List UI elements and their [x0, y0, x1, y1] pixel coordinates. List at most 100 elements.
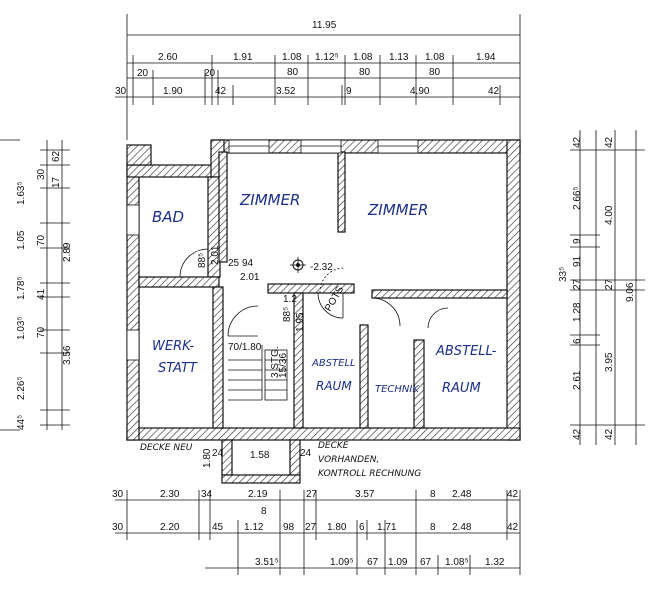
dim-top-r3-4: 9	[346, 86, 352, 97]
dim-top-r3-2: 42	[215, 86, 227, 97]
dim-left-inner-0: 2.89	[62, 242, 73, 262]
dim-bot-r2-0: 30	[112, 522, 124, 533]
note-door-d: 94	[242, 258, 254, 269]
dim-top-r1-6: 1.08	[425, 52, 445, 63]
dim-bot-r3-6: 1.32	[485, 557, 505, 568]
dim-bot-r2-2: 45	[212, 522, 224, 533]
stairs	[228, 345, 288, 401]
room-label-technik: TECHNIK	[375, 384, 420, 395]
dim-right-c1-2: 9	[572, 238, 583, 244]
walls	[126, 139, 521, 484]
dim-left-1: 30	[36, 168, 47, 180]
dim-bot-r2-11: 42	[507, 522, 519, 533]
room-label-abstell-2b: RAUM	[442, 381, 481, 396]
dim-left-11: 44⁵	[16, 415, 27, 430]
dim-bot-r2-5: 27	[305, 522, 317, 533]
dim-bot-r3-4: 67	[420, 557, 432, 568]
dim-bot-r1-2: 34	[201, 489, 213, 500]
left-dimension-chain: 62 30 17 1.63⁵ 1.05 70 1.78⁵ 41 1.03⁵ 70…	[0, 139, 73, 431]
dim-right-c1-4: 27	[572, 278, 583, 290]
dim-top-r1-0: 2.60	[158, 52, 178, 63]
note-stair-steps: 3 STG.	[270, 346, 281, 378]
dim-top-r2-1: 20	[204, 68, 216, 79]
dim-bot-r3-2: 67	[367, 557, 379, 568]
dim-bot-r2-8: 1.71	[377, 522, 397, 533]
dim-bot-r1-8: 42	[507, 489, 519, 500]
windows	[126, 139, 419, 361]
room-labels: BAD ZIMMER ZIMMER WERK- STATT ABSTELL RA…	[152, 191, 497, 396]
dim-bot-r1-3: 2.19	[248, 489, 268, 500]
dim-bot-r1-6: 8	[430, 489, 436, 500]
note-door-a: 88⁵	[197, 253, 208, 268]
dim-left-4: 1.05	[16, 230, 27, 250]
dim-top-r1-4: 1.08	[353, 52, 373, 63]
note-lightwell-24a: 24	[212, 448, 224, 459]
level-marker: -2.32	[290, 257, 333, 273]
doors	[179, 248, 449, 337]
dim-right-c2-1: 4.00	[604, 205, 615, 225]
note-stair-steps2: 15/36	[278, 353, 289, 378]
dim-bot-r3-1: 1.09⁵	[330, 557, 354, 568]
dim-top-r3-6: 42	[488, 86, 500, 97]
dim-top-r2-0: 20	[137, 68, 149, 79]
dim-left-inner-1: 3.56	[62, 345, 73, 365]
dim-top-r1-5: 1.13	[389, 52, 409, 63]
dim-top-r3-3: 3.52	[276, 86, 296, 97]
dim-right-c1-6: 6	[572, 338, 583, 344]
dim-left-8: 1.03⁵	[16, 316, 27, 340]
room-label-zimmer-2: ZIMMER	[367, 201, 428, 219]
dim-top-r2-3: 80	[359, 67, 371, 78]
dim-bot-r1-5: 3.57	[355, 489, 375, 500]
room-label-bad: BAD	[152, 208, 184, 226]
dim-bot-r2-6: 1.80	[327, 522, 347, 533]
dim-top-r3-1: 1.90	[163, 86, 183, 97]
dim-right-c1-8: 42	[572, 428, 583, 440]
dim-right-c3-0: 9.06	[625, 282, 636, 302]
dim-top-r3-5: 4.90	[410, 86, 430, 97]
dim-left-2: 17	[51, 176, 62, 188]
note-door-e: 2.01	[240, 272, 260, 283]
dim-bot-r2-1: 2.20	[160, 522, 180, 533]
room-label-werkstatt-1: WERK-	[152, 339, 194, 354]
dim-total-width: 11.95	[312, 20, 337, 31]
dim-left-6: 1.78⁵	[16, 276, 27, 300]
dim-top-r2-2: 80	[287, 67, 299, 78]
dim-left-0: 62	[51, 150, 62, 162]
note-door-g: 1.95	[295, 312, 306, 332]
note-door-c: 25	[228, 258, 240, 269]
room-label-abstell-1a: ABSTELL	[311, 358, 356, 369]
dim-right-c1-5: 1.28	[572, 302, 583, 322]
dim-top-r1-2: 1.08	[282, 52, 302, 63]
note-door-f: 88⁵	[282, 307, 293, 322]
note-lightwell-24b: 24	[300, 448, 312, 459]
room-label-zimmer-1: ZIMMER	[239, 191, 300, 209]
dim-right-c2-3: 3.95	[604, 352, 615, 372]
dim-bot-r2-4: 98	[283, 522, 295, 533]
top-dimension-chain: 11.95 2.60 1.91 1.08 1.12⁵ 1.08 1.13 1.0…	[115, 14, 521, 140]
bottom-dimension-chain: 30 2.30 34 2.19 27 3.57 8 2.48 42 8 30 2…	[112, 489, 521, 575]
dim-right-c1-7: 2.61	[572, 370, 583, 390]
dim-bot-r2-3: 1.12	[244, 522, 264, 533]
dim-top-r3-0: 30	[115, 86, 127, 97]
dim-bot-r3-5: 1.08⁵	[445, 557, 469, 568]
note-decke-vorh-1: DECKE	[318, 441, 349, 451]
dim-left-5: 70	[36, 234, 47, 246]
note-decke-neu: DECKE NEU	[140, 443, 193, 453]
right-dimension-chain: 42 2.66⁵ 9 91 27 1.28 6 2.61 42 33⁵ 42 4…	[558, 130, 645, 445]
dim-right-c1-1: 2.66⁵	[572, 186, 583, 210]
note-stair: 70/1.80	[228, 342, 262, 353]
room-label-abstell-2a: ABSTELL-	[435, 344, 497, 359]
level-value: -2.32	[310, 262, 333, 273]
dim-right-c2-2: 27	[604, 278, 615, 290]
room-label-werkstatt-2: STATT	[158, 361, 198, 376]
dim-bot-r2-10: 2.48	[452, 522, 472, 533]
dim-bot-r2-9: 8	[430, 522, 436, 533]
dim-bot-r2-7: 6	[359, 522, 365, 533]
note-decke-vorh-2: VORHANDEN,	[318, 455, 379, 465]
dim-bot-r3-0: 3.51⁵	[255, 557, 279, 568]
dim-left-7: 41	[36, 288, 47, 300]
dim-left-9: 70	[36, 326, 47, 338]
dim-bot-r1-sub: 8	[261, 506, 267, 517]
dim-right-c1-0: 42	[572, 136, 583, 148]
